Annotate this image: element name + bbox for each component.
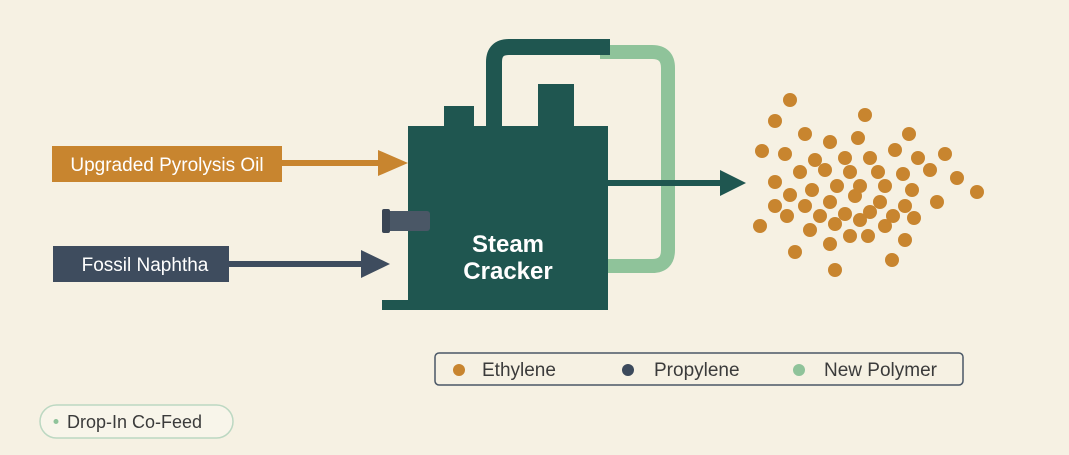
legend-label-new-polymer: New Polymer <box>824 360 938 381</box>
output-arrow <box>606 170 746 196</box>
product-dot <box>896 167 910 181</box>
product-dot <box>753 219 767 233</box>
product-dot <box>907 211 921 225</box>
product-dot <box>848 189 862 203</box>
product-dot <box>851 131 865 145</box>
product-dot <box>902 127 916 141</box>
product-dot <box>793 165 807 179</box>
product-dot <box>783 93 797 107</box>
product-dot <box>838 151 852 165</box>
cracker-label-line2: Cracker <box>463 258 552 285</box>
product-dot <box>823 195 837 209</box>
product-dot <box>898 233 912 247</box>
fossil-naphtha-arrow <box>53 246 390 282</box>
product-dot <box>788 245 802 259</box>
cracker-stack-left <box>444 106 474 128</box>
legend-label-ethylene: Ethylene <box>482 360 556 381</box>
product-dot <box>783 188 797 202</box>
product-dot <box>768 114 782 128</box>
product-dot <box>950 171 964 185</box>
product-dot <box>863 205 877 219</box>
product-dot <box>861 229 875 243</box>
product-dot <box>878 219 892 233</box>
drop-in-badge-dot <box>53 419 59 424</box>
product-dot <box>778 147 792 161</box>
product-dot <box>798 127 812 141</box>
product-dot <box>873 195 887 209</box>
product-dot <box>898 199 912 213</box>
product-dot <box>853 213 867 227</box>
legend-label-propylene: Propylene <box>654 360 740 381</box>
cracker-side-port <box>382 211 430 231</box>
product-dot <box>858 108 872 122</box>
product-dot <box>828 217 842 231</box>
product-dot <box>885 253 899 267</box>
product-dot <box>823 135 837 149</box>
product-dot <box>923 163 937 177</box>
legend-item-ethylene: Ethylene <box>453 360 556 381</box>
product-dot <box>888 143 902 157</box>
product-dot <box>911 151 925 165</box>
product-dot <box>871 165 885 179</box>
cracker-chimney-pipe <box>486 39 610 128</box>
cracker-stack-right <box>538 84 574 128</box>
legend-swatch-ethylene <box>453 364 465 376</box>
steam-cracker-body <box>408 126 608 310</box>
pyrolysis-oil-arrow <box>52 146 408 182</box>
legend-item-propylene: Propylene <box>622 360 740 381</box>
product-dot <box>803 223 817 237</box>
product-dot <box>805 183 819 197</box>
drop-in-badge-label: Drop-In Co-Feed <box>67 412 202 432</box>
product-dot <box>970 185 984 199</box>
product-dot <box>823 237 837 251</box>
legend-box <box>434 352 964 386</box>
legend-swatch-propylene <box>622 364 634 376</box>
product-dot <box>843 165 857 179</box>
product-dot <box>828 263 842 277</box>
product-dot <box>838 207 852 221</box>
product-dot <box>798 199 812 213</box>
drop-in-badge <box>39 404 234 439</box>
cracker-label-line1: Steam <box>472 231 544 258</box>
fossil-naphtha-label: Fossil Naphtha <box>82 255 209 276</box>
product-dot <box>843 229 857 243</box>
cracker-side-port-cap <box>382 209 390 233</box>
product-dot <box>755 144 769 158</box>
recycle-loop <box>600 45 675 273</box>
product-dots <box>753 93 984 277</box>
product-dot <box>905 183 919 197</box>
product-dot <box>768 175 782 189</box>
legend-item-new-polymer: New Polymer <box>793 360 938 381</box>
cracker-base-foot <box>382 300 412 310</box>
legend-swatch-new-polymer <box>793 364 805 376</box>
product-dot <box>780 209 794 223</box>
product-dot <box>930 195 944 209</box>
pyrolysis-oil-label: Upgraded Pyrolysis Oil <box>70 155 263 176</box>
product-dot <box>808 153 822 167</box>
product-dot <box>938 147 952 161</box>
product-dot <box>813 209 827 223</box>
product-dot <box>768 199 782 213</box>
product-dot <box>830 179 844 193</box>
product-dot <box>818 163 832 177</box>
product-dot <box>863 151 877 165</box>
product-dot <box>878 179 892 193</box>
product-dot <box>886 209 900 223</box>
